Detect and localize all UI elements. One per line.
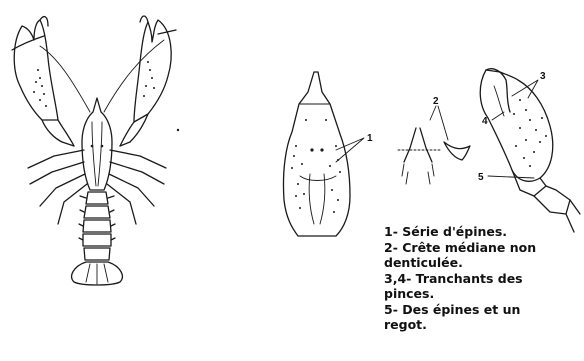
callout-1-number: 1: [367, 133, 373, 144]
callout-3-leader: [512, 80, 538, 98]
callout-1-leader: [336, 138, 364, 162]
legend-line-7: regot.: [384, 317, 580, 333]
legend-line-6: 5- Des épines et un: [384, 302, 580, 318]
carapace-detail-drawing: [283, 72, 364, 236]
stray-dot: [177, 129, 179, 131]
right-antenna: [104, 40, 164, 112]
crayfish-carapace: [82, 98, 112, 190]
callout-3-number: 3: [540, 71, 546, 82]
left-claw: [12, 17, 74, 146]
tail-fan-ribs: [86, 264, 108, 284]
right-claw: [120, 16, 176, 146]
claw-detail-drawing: [480, 69, 580, 232]
callout-5-leader: [488, 176, 534, 178]
callout-2-leader: [430, 106, 448, 140]
callout-2-number: 2: [433, 96, 439, 107]
callout-4-leader: [492, 112, 504, 120]
legend-line-1: 1- Série d'épines.: [384, 224, 580, 240]
figure-legend: 1- Série d'épines. 2- Crête médiane non …: [384, 224, 580, 333]
callout-5-number: 5: [478, 172, 484, 183]
crayfish-dorsal-drawing: [12, 16, 179, 285]
callout-4-number: 4: [482, 116, 488, 127]
rostrum-crest-detail-drawing: [398, 106, 470, 184]
walking-legs: [28, 150, 166, 224]
legend-line-4: 3,4- Tranchants des: [384, 271, 580, 287]
legend-line-3: denticulée.: [384, 255, 580, 271]
crayfish-abdomen: [79, 192, 115, 260]
legend-line-2: 2- Crête médiane non: [384, 240, 580, 256]
legend-line-5: pinces.: [384, 286, 580, 302]
